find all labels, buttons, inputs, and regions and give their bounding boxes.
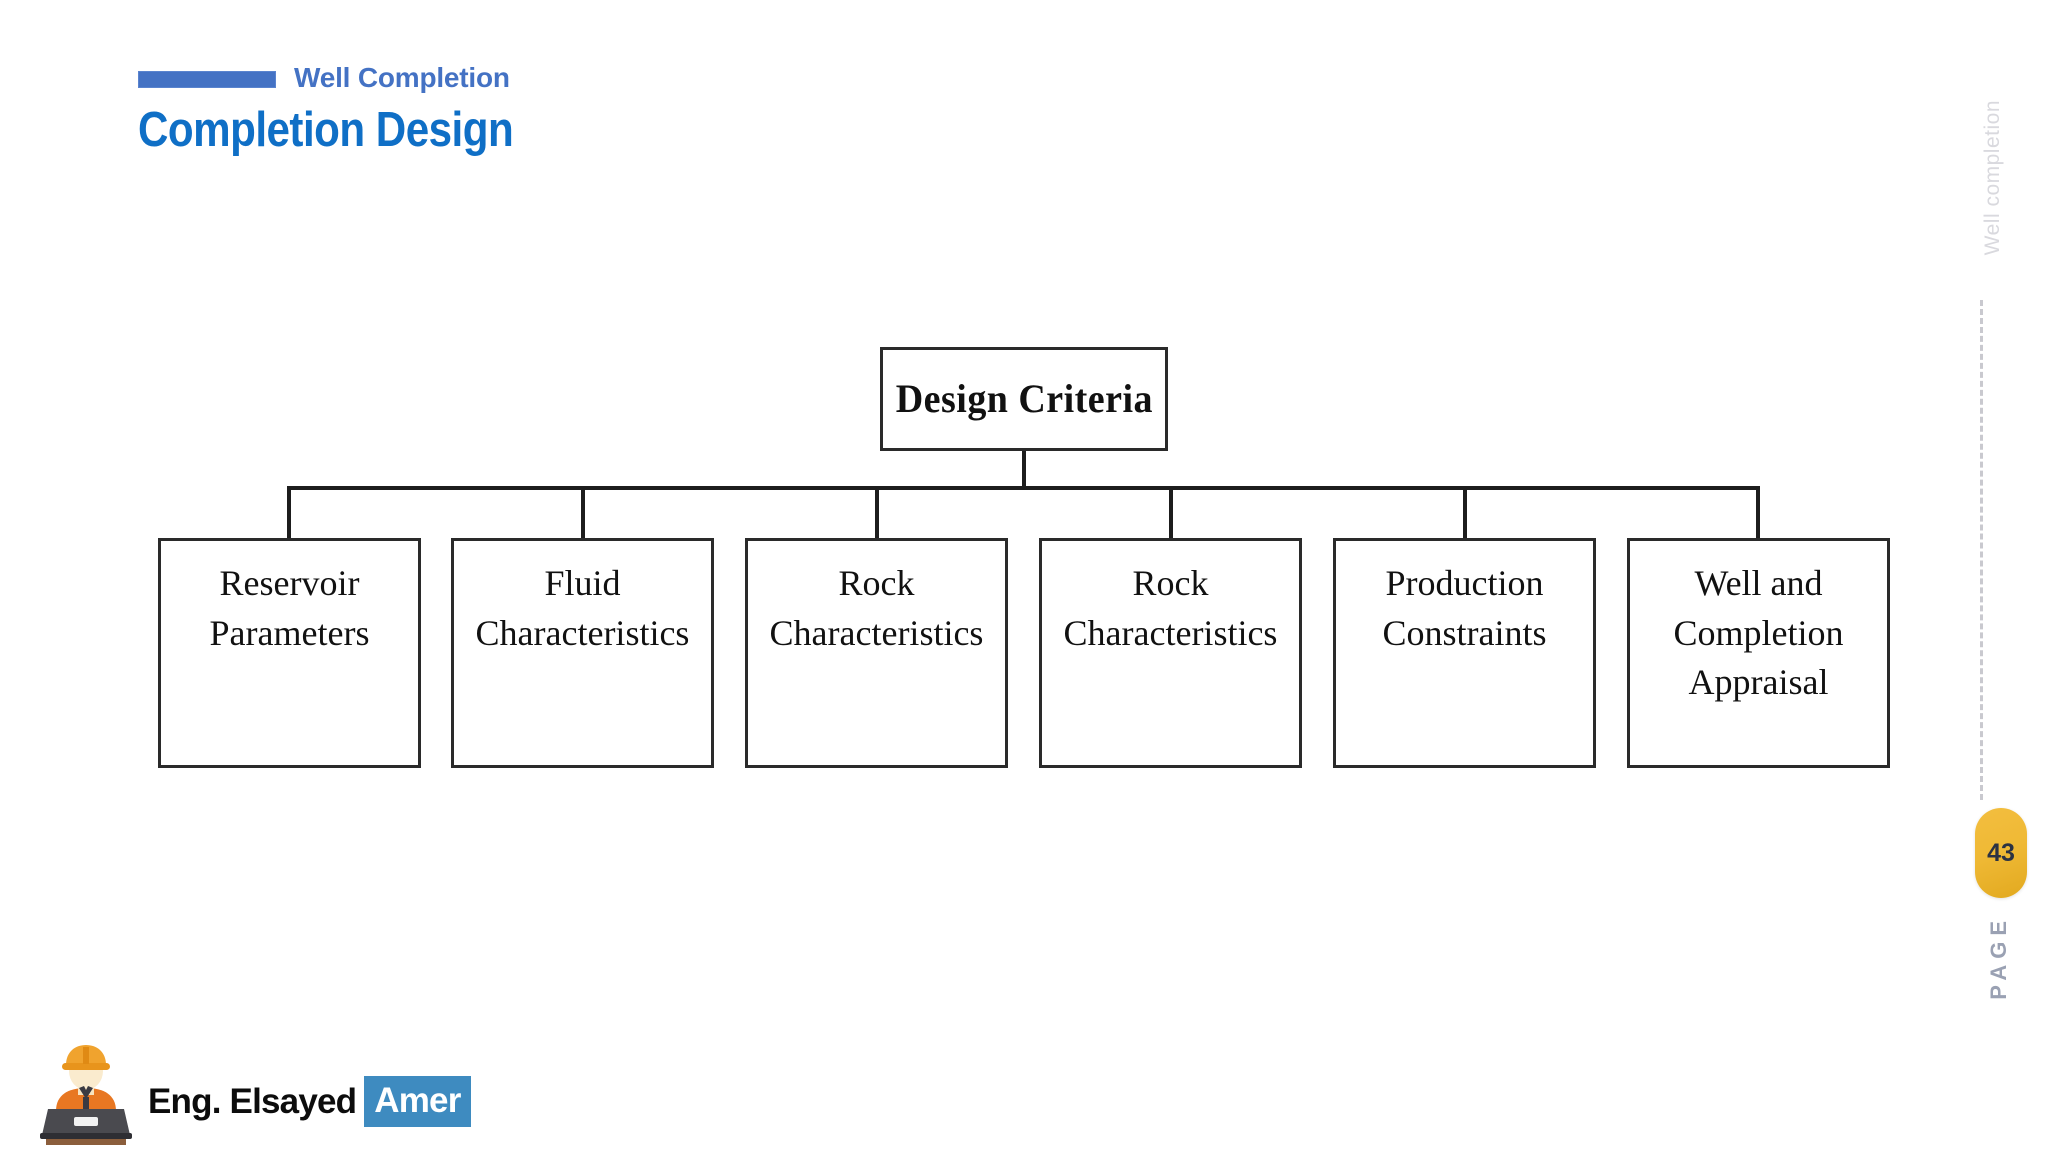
connector-drop-4 — [1169, 486, 1173, 542]
chart-node-label: Production — [1385, 563, 1544, 603]
slide-header: Well Completion Completion Design — [138, 62, 1338, 155]
connector-drop-5 — [1463, 486, 1467, 542]
chart-node-label: Constraints — [1382, 612, 1547, 653]
page-badge: 43 — [1975, 808, 2027, 898]
page-word-label: PAGE — [1986, 915, 2011, 1000]
chart-node-label: Rock — [1132, 563, 1209, 603]
page-number: 43 — [1987, 838, 2015, 867]
chart-node-label: Well and — [1694, 563, 1823, 603]
connector-drop-3 — [875, 486, 879, 542]
chart-node-label: Fluid — [544, 563, 621, 603]
brand-name: Eng. Elsayed — [148, 1082, 357, 1121]
brand-tag: Amer — [364, 1076, 471, 1127]
footer-brand: Eng. Elsayed Amer — [38, 1040, 471, 1145]
eyebrow-label: Well Completion — [294, 62, 510, 93]
chart-node-label: Reservoir — [219, 563, 360, 603]
chart-node-label: Characteristics — [475, 612, 690, 653]
brand-lockup: Eng. Elsayed Amer — [148, 1076, 471, 1127]
chart-node-label: Characteristics — [769, 612, 984, 653]
connector-bus — [287, 486, 1760, 490]
chart-node-label: Parameters — [209, 612, 370, 653]
engineer-avatar-icon — [38, 1043, 134, 1145]
chart-node-root: Design Criteria — [880, 347, 1168, 451]
chart-node-label: Design Criteria — [895, 376, 1153, 421]
chart-node-label: Completion — [1673, 612, 1844, 653]
chart-node-label: Rock — [838, 563, 915, 603]
chart-node-label: Appraisal — [1688, 662, 1829, 703]
connector-drop-6 — [1756, 486, 1760, 542]
rail-dashed-divider — [1980, 300, 1983, 800]
connector-drop-2 — [581, 486, 585, 542]
accent-bar-decoration — [138, 71, 276, 88]
connector-drop-1 — [287, 486, 291, 542]
page-title: Completion Design — [138, 103, 514, 157]
connector-root-stem — [1022, 451, 1026, 490]
chart-node-label: Characteristics — [1063, 612, 1278, 653]
eyebrow-row: Well Completion — [138, 62, 1338, 94]
rail-topic-label: Well completion — [1981, 100, 2004, 256]
